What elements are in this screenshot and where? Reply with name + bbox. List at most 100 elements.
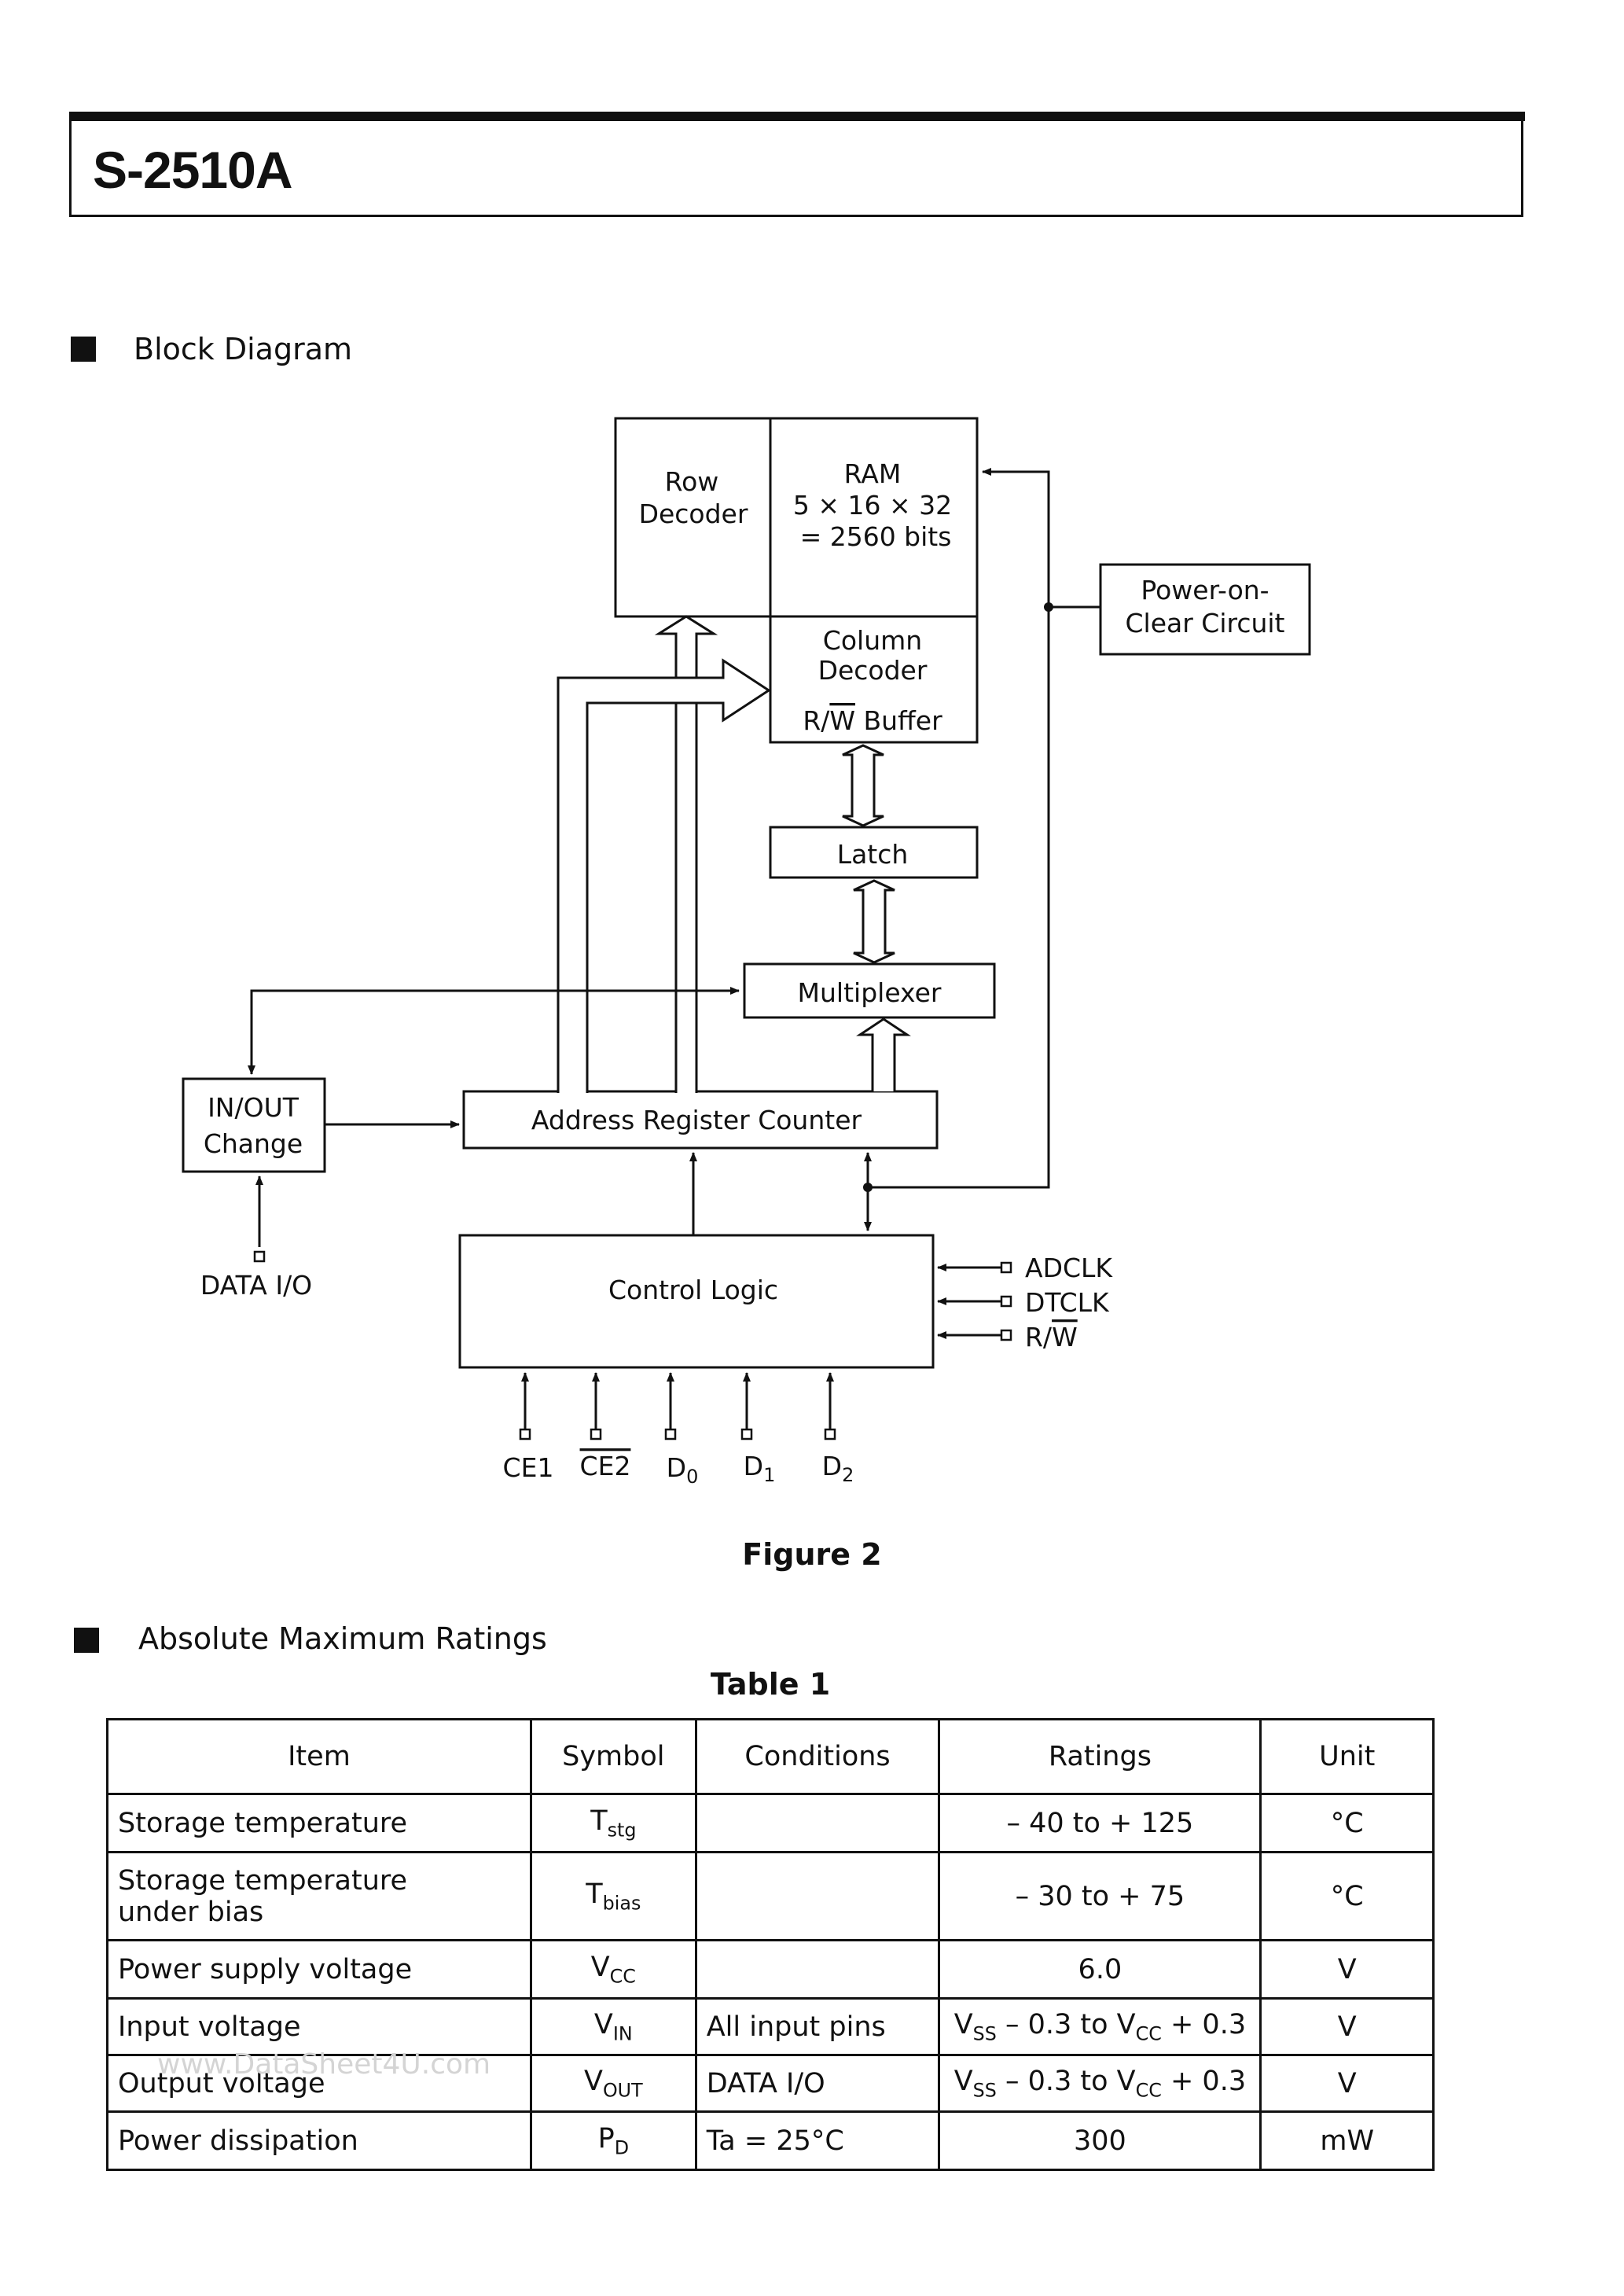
pin-label-adclk: ADCLK bbox=[1025, 1253, 1113, 1283]
pin-label-ce1: CE1 bbox=[503, 1452, 554, 1483]
cell-conditions: Ta = 25°C bbox=[694, 2110, 941, 2171]
pin-label-rw: R/W bbox=[1025, 1322, 1078, 1352]
cell-item: Input voltage bbox=[106, 1997, 532, 2056]
ram-label-3: = 2560 bits bbox=[800, 521, 952, 552]
addr-to-mux-arrow bbox=[856, 1017, 911, 1091]
multiplexer-box bbox=[743, 962, 996, 1019]
pin-square-dtclk bbox=[1000, 1295, 1012, 1308]
latch-box bbox=[769, 826, 979, 879]
table-row: Power dissipation PD Ta = 25°C 300 mW bbox=[106, 2110, 1435, 2171]
junction-dot-bottom bbox=[863, 1183, 873, 1192]
cell-item: Power dissipation bbox=[106, 2110, 532, 2171]
pin-square-d1 bbox=[740, 1428, 753, 1441]
cell-unit: °C bbox=[1259, 1793, 1435, 1853]
pin-label-dtclk: DTCLK bbox=[1025, 1287, 1110, 1318]
inout-label-1: IN/OUT bbox=[208, 1092, 299, 1123]
cell-symbol: VOUT bbox=[529, 2054, 697, 2113]
cell-rating: – 40 to + 125 bbox=[938, 1793, 1262, 1853]
power-on-label-1: Power-on- bbox=[1141, 575, 1269, 605]
control-logic-label: Control Logic bbox=[608, 1275, 778, 1305]
cell-conditions bbox=[694, 1851, 941, 1941]
part-number: S-2510A bbox=[93, 141, 292, 199]
row-decoder-label-1: Row bbox=[665, 466, 719, 497]
inout-label-2: Change bbox=[204, 1128, 303, 1159]
cell-unit: V bbox=[1259, 1997, 1435, 2056]
cell-rating: – 30 to + 75 bbox=[938, 1851, 1262, 1941]
cell-symbol: Tstg bbox=[529, 1793, 697, 1853]
cell-unit: mW bbox=[1259, 2110, 1435, 2171]
pin-label-d1: D1 bbox=[744, 1451, 776, 1486]
cell-item: Storage temperature bbox=[106, 1793, 532, 1853]
column-decoder-label-2: Decoder bbox=[818, 655, 928, 686]
column-latch-arrow bbox=[842, 744, 884, 827]
header-ratings: Ratings bbox=[938, 1718, 1262, 1795]
junction-dot-top bbox=[1044, 602, 1053, 612]
cell-conditions bbox=[694, 1793, 941, 1853]
table-header-row: Item Symbol Conditions Ratings Unit bbox=[106, 1718, 1435, 1795]
header-conditions: Conditions bbox=[694, 1718, 941, 1795]
figure-caption: Figure 2 bbox=[742, 1537, 882, 1572]
table-row: Output voltage VOUT DATA I/O VSS – 0.3 t… bbox=[106, 2054, 1435, 2113]
section-bullet-ratings bbox=[74, 1628, 99, 1653]
cell-conditions: All input pins bbox=[694, 1997, 941, 2056]
header-unit: Unit bbox=[1259, 1718, 1435, 1795]
cell-item: Output voltage bbox=[106, 2054, 532, 2113]
section-bullet-block bbox=[71, 337, 96, 362]
cell-conditions bbox=[694, 1939, 941, 2000]
cell-item: Power supply voltage bbox=[106, 1939, 532, 2000]
column-decoder-box bbox=[769, 615, 979, 744]
row-decoder-label-2: Decoder bbox=[639, 499, 748, 529]
column-decoder-label-1: Column bbox=[823, 625, 922, 656]
table-row: Storage temperature Tstg – 40 to + 125 °… bbox=[106, 1793, 1435, 1853]
poweron-ram-arrow bbox=[982, 468, 1100, 609]
data-io-label: DATA I/O bbox=[200, 1270, 312, 1301]
multiplexer-label: Multiplexer bbox=[798, 977, 942, 1008]
table-row: Power supply voltage VCC 6.0 V bbox=[106, 1939, 1435, 2000]
addr-to-column-arrow bbox=[557, 658, 771, 1093]
cell-symbol: VCC bbox=[529, 1939, 697, 2000]
pin-label-d0: D0 bbox=[667, 1452, 699, 1488]
latch-label: Latch bbox=[837, 839, 909, 870]
latch-mux-arrow bbox=[853, 879, 895, 964]
cell-symbol: PD bbox=[529, 2110, 697, 2171]
block-diagram: Row Decoder RAM 5 × 16 × 32 = 2560 bits … bbox=[182, 417, 1311, 1488]
pin-square-ce2 bbox=[590, 1428, 602, 1441]
poweron-control-line bbox=[868, 607, 1050, 1189]
pin-square-dataio bbox=[253, 1250, 266, 1263]
pin-square-d0 bbox=[664, 1428, 677, 1441]
header-symbol: Symbol bbox=[529, 1718, 697, 1795]
cell-unit: °C bbox=[1259, 1851, 1435, 1941]
cell-unit: V bbox=[1259, 2054, 1435, 2113]
cell-rating: 6.0 bbox=[938, 1939, 1262, 2000]
cell-rating: 300 bbox=[938, 2110, 1262, 2171]
cell-rating: VSS – 0.3 to VCC + 0.3 bbox=[938, 1997, 1262, 2056]
ram-label-1: RAM bbox=[844, 458, 902, 489]
cell-unit: V bbox=[1259, 1939, 1435, 2000]
header-box bbox=[69, 116, 1523, 217]
pin-square-d2 bbox=[824, 1428, 836, 1441]
pin-square-rw bbox=[1000, 1329, 1012, 1341]
cell-symbol: Tbias bbox=[529, 1851, 697, 1941]
mux-inout-arrow bbox=[248, 989, 739, 1075]
section-title-block: Block Diagram bbox=[134, 332, 353, 366]
pin-label-ce2: CE2 bbox=[580, 1451, 631, 1481]
table-row: Input voltage VIN All input pins VSS – 0… bbox=[106, 1997, 1435, 2056]
pin-square-adclk bbox=[1000, 1261, 1012, 1274]
power-on-label-2: Clear Circuit bbox=[1125, 608, 1284, 638]
rw-buffer-label: R/W Buffer bbox=[803, 705, 942, 736]
addr-to-row-arrow bbox=[654, 615, 718, 1093]
cell-symbol: VIN bbox=[529, 1997, 697, 2056]
pin-square-ce1 bbox=[519, 1428, 531, 1441]
cell-conditions: DATA I/O bbox=[694, 2054, 941, 2113]
ram-label-2: 5 × 16 × 32 bbox=[793, 490, 952, 521]
cell-rating: VSS – 0.3 to VCC + 0.3 bbox=[938, 2054, 1262, 2113]
ratings-table: Item Symbol Conditions Ratings Unit Stor… bbox=[106, 1718, 1435, 2171]
address-counter-box bbox=[462, 1090, 939, 1150]
header-item: Item bbox=[106, 1718, 532, 1795]
table-caption: Table 1 bbox=[710, 1667, 831, 1702]
address-counter-label: Address Register Counter bbox=[531, 1105, 862, 1135]
power-on-box bbox=[1099, 563, 1311, 656]
control-logic-box bbox=[458, 1234, 935, 1369]
